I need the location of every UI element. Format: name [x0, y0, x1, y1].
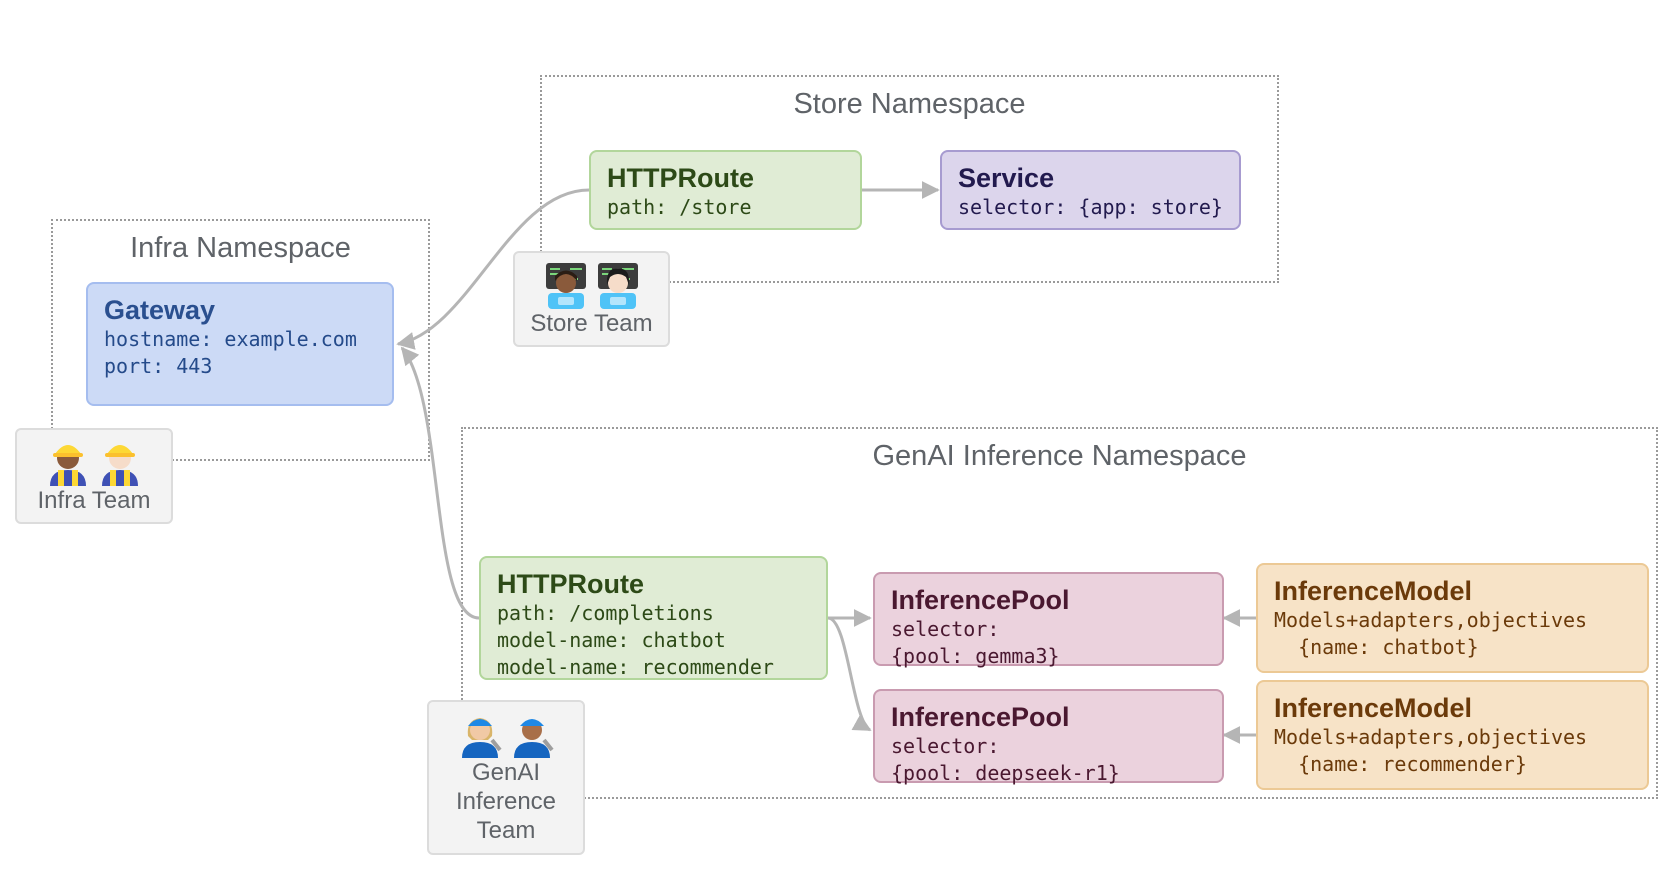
inferencemodel-recommender-title: InferenceModel	[1274, 693, 1473, 723]
inferencemodel-chatbot-name: {name: chatbot}	[1274, 635, 1479, 659]
inferencemodel-chatbot-title: InferenceModel	[1274, 576, 1473, 606]
store-namespace-title: Store Namespace	[793, 88, 1026, 120]
genai-namespace	[461, 427, 1658, 799]
infra-team-label: Infra Team	[37, 487, 151, 514]
infra-team-badge: Infra Team	[15, 428, 173, 524]
inferencemodel-recommender-name: {name: recommender}	[1274, 752, 1527, 776]
gateway-title: Gateway	[104, 295, 216, 325]
infra-namespace	[51, 219, 430, 461]
genai-httproute-path: path: /completions	[497, 601, 714, 625]
inferencepool-deepseek-selector-value: {pool: deepseek-r1}	[891, 761, 1120, 785]
inferencemodel-recommender-card: InferenceModel Models+adapters,objective…	[1256, 680, 1649, 790]
store-team-label: Store Team	[530, 310, 653, 337]
store-httproute-path: path: /store	[607, 195, 752, 219]
inferencepool-deepseek-card: InferencePool selector: {pool: deepseek-…	[873, 689, 1224, 785]
gateway-card: Gateway hostname: example.com port: 443	[86, 282, 394, 406]
inferencepool-gemma3-card: InferencePool selector: {pool: gemma3}	[873, 572, 1224, 668]
genai-team-label: GenAI Inference Team	[455, 759, 557, 844]
genai-team-badge: GenAI Inference Team	[427, 700, 585, 855]
inferencepool-deepseek-selector-label: selector:	[891, 734, 1000, 758]
gateway-port: port: 443	[104, 354, 213, 378]
construction-worker-icon	[50, 445, 86, 486]
store-team-badge: Store Team	[513, 251, 670, 347]
store-namespace	[540, 75, 1279, 283]
mechanic-avatar-icon	[514, 719, 554, 758]
genai-namespace-title: GenAI Inference Namespace	[872, 440, 1247, 472]
store-httproute-card: HTTPRoute path: /store	[589, 150, 862, 230]
genai-httproute-title: HTTPRoute	[497, 569, 644, 599]
inferencemodel-recommender-desc: Models+adapters,objectives	[1274, 725, 1588, 749]
genai-httproute-model-recommender: model-name: recommender	[497, 655, 774, 679]
inferencemodel-chatbot-card: InferenceModel Models+adapters,objective…	[1256, 563, 1649, 673]
inferencepool-gemma3-selector-label: selector:	[891, 617, 1000, 641]
genai-httproute-card: HTTPRoute path: /completions model-name:…	[479, 556, 828, 680]
developer-avatar-icon	[597, 263, 638, 309]
construction-worker-icon	[102, 445, 138, 486]
arrow-genai-route-to-pool2	[827, 616, 872, 732]
store-team-avatars	[515, 261, 668, 309]
arrow-store-route-to-gateway	[396, 188, 590, 350]
inferencemodel-chatbot-desc: Models+adapters,objectives	[1274, 608, 1588, 632]
service-selector: selector: {app: store}	[958, 195, 1223, 219]
developer-avatar-icon	[545, 263, 586, 309]
infra-team-avatars	[17, 438, 171, 486]
infra-namespace-title: Infra Namespace	[130, 232, 351, 264]
inferencepool-gemma3-selector-value: {pool: gemma3}	[891, 644, 1060, 668]
genai-httproute-model-chatbot: model-name: chatbot	[497, 628, 726, 652]
service-title: Service	[958, 163, 1055, 193]
genai-team-avatars	[429, 710, 583, 758]
gateway-hostname: hostname: example.com	[104, 327, 357, 351]
arrow-genai-route-to-gateway	[400, 346, 480, 620]
service-card: Service selector: {app: store}	[940, 150, 1241, 230]
store-httproute-title: HTTPRoute	[607, 163, 754, 193]
inferencepool-deepseek-title: InferencePool	[891, 702, 1070, 732]
inferencepool-gemma3-title: InferencePool	[891, 585, 1070, 615]
mechanic-avatar-icon	[462, 718, 502, 758]
